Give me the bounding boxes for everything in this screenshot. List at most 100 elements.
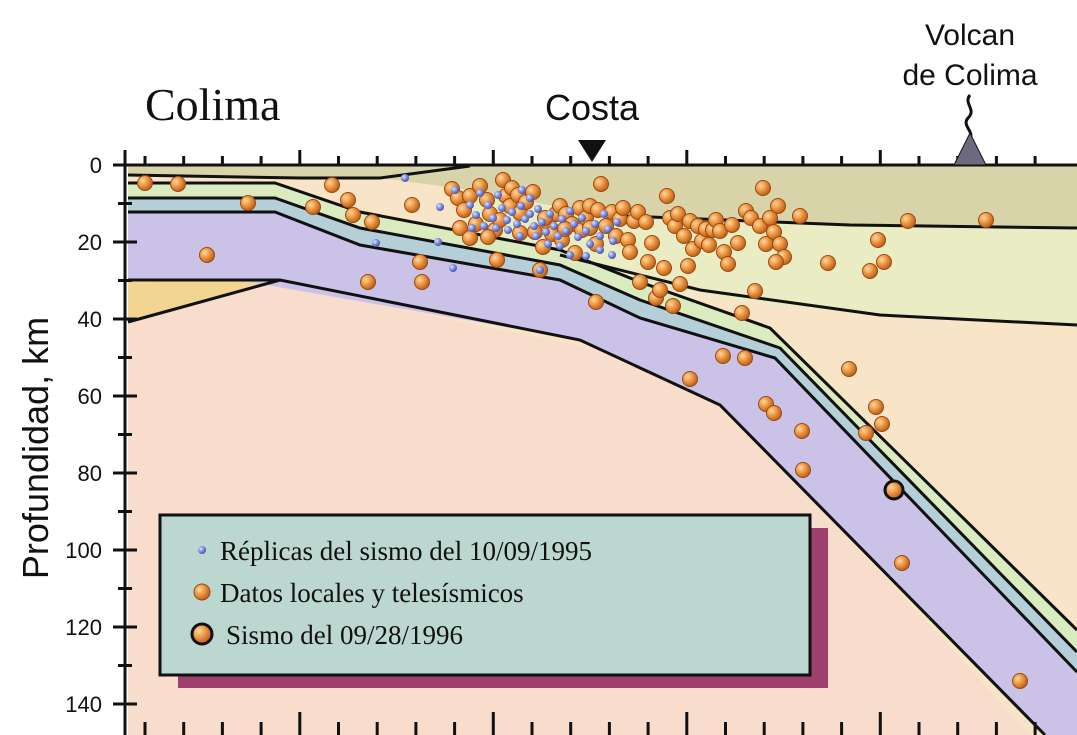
small-blue-dot-icon xyxy=(198,546,206,554)
aftershock-marker xyxy=(582,227,590,235)
aftershock-events xyxy=(372,174,621,274)
event-marker xyxy=(978,212,994,228)
aftershock-marker xyxy=(609,237,617,245)
event-marker xyxy=(622,244,638,260)
aftershock-marker xyxy=(513,220,521,228)
event-marker xyxy=(770,198,786,214)
y-tick-label: 120 xyxy=(65,615,102,640)
aftershock-marker xyxy=(508,208,516,216)
legend-item-sismo: Sismo del 09/28/1996 xyxy=(226,620,463,650)
event-marker xyxy=(672,276,688,292)
sismo-1996-marker xyxy=(883,479,905,501)
aftershock-marker xyxy=(562,227,570,235)
legend: Réplicas del sismo del 10/09/1995 Datos … xyxy=(158,513,828,688)
aftershock-marker xyxy=(604,225,612,233)
aftershock-marker xyxy=(530,222,538,230)
aftershock-marker xyxy=(492,224,500,232)
event-marker xyxy=(412,254,428,270)
event-marker xyxy=(656,260,672,276)
event-marker xyxy=(747,283,763,299)
event-marker xyxy=(794,423,810,439)
aftershock-marker xyxy=(608,251,616,259)
aftershock-marker xyxy=(521,215,529,223)
event-marker xyxy=(676,228,692,244)
coast-marker-icon xyxy=(578,140,606,162)
event-marker xyxy=(638,214,654,230)
oceanic-top-layer xyxy=(128,183,1077,652)
coast-label: Costa xyxy=(545,87,640,128)
event-marker xyxy=(615,200,631,216)
aftershock-marker xyxy=(538,218,546,226)
event-marker xyxy=(737,350,753,366)
aftershock-marker xyxy=(434,238,442,246)
volcano-label-line2: de Colima xyxy=(902,59,1037,92)
event-marker xyxy=(841,361,857,377)
aftershock-marker xyxy=(582,252,590,260)
bottom-ticks xyxy=(143,712,1037,735)
y-tick-label: 80 xyxy=(78,461,102,486)
slab-bottom-boundary xyxy=(128,278,1047,735)
aftershock-marker xyxy=(596,232,604,240)
event-marker xyxy=(730,235,746,251)
legend-box xyxy=(158,513,812,677)
event-marker xyxy=(900,213,916,229)
aftershock-marker xyxy=(536,266,544,274)
aftershock-marker xyxy=(372,239,380,247)
aftershock-marker xyxy=(544,240,552,248)
event-marker xyxy=(588,294,604,310)
aftershock-marker xyxy=(554,232,562,240)
aftershock-marker xyxy=(542,228,550,236)
local-teleseismic-events xyxy=(137,172,1028,689)
large-orange-ring-icon xyxy=(190,622,214,646)
event-marker xyxy=(820,255,836,271)
aftershock-marker xyxy=(476,189,484,197)
region-label: Colima xyxy=(145,79,280,130)
event-marker xyxy=(345,207,361,223)
event-marker xyxy=(874,416,890,432)
aftershock-marker xyxy=(556,242,564,250)
aftershock-marker xyxy=(558,215,566,223)
event-marker xyxy=(199,247,215,263)
aftershock-marker xyxy=(532,232,540,240)
event-marker xyxy=(1012,673,1028,689)
aftershock-marker xyxy=(516,232,524,240)
aftershock-marker xyxy=(518,186,526,194)
event-marker xyxy=(724,217,740,233)
event-marker xyxy=(766,405,782,421)
aftershock-marker xyxy=(526,194,534,202)
event-marker xyxy=(734,305,750,321)
aftershock-marker xyxy=(472,211,480,219)
aftershock-marker xyxy=(436,203,444,211)
oceanic-mid-layer xyxy=(128,198,1077,672)
aftershock-marker xyxy=(600,210,608,218)
event-marker xyxy=(876,254,892,270)
event-marker xyxy=(795,462,811,478)
volcano-label-line1: Volcan xyxy=(925,19,1015,52)
aftershock-marker xyxy=(484,201,492,209)
aftershock-marker xyxy=(468,224,476,232)
aftershock-marker xyxy=(498,204,506,212)
event-marker xyxy=(364,214,380,230)
aftershock-marker xyxy=(591,220,599,228)
event-marker xyxy=(340,192,356,208)
event-marker xyxy=(305,199,321,215)
event-marker xyxy=(462,230,478,246)
aftershock-marker xyxy=(574,233,582,241)
orange-dot-icon xyxy=(193,583,211,601)
event-marker xyxy=(894,555,910,571)
event-marker xyxy=(324,177,340,193)
aftershock-marker xyxy=(480,222,488,230)
event-marker xyxy=(768,254,784,270)
aftershock-marker xyxy=(586,240,594,248)
event-marker xyxy=(870,232,886,248)
event-marker xyxy=(360,274,376,290)
aftershock-marker xyxy=(526,210,534,218)
event-marker xyxy=(680,258,696,274)
aftershock-marker xyxy=(504,226,512,234)
slab-base-boundary xyxy=(128,210,1077,674)
event-marker xyxy=(715,348,731,364)
aftershock-marker xyxy=(550,222,558,230)
y-tick-label: 0 xyxy=(90,153,102,178)
